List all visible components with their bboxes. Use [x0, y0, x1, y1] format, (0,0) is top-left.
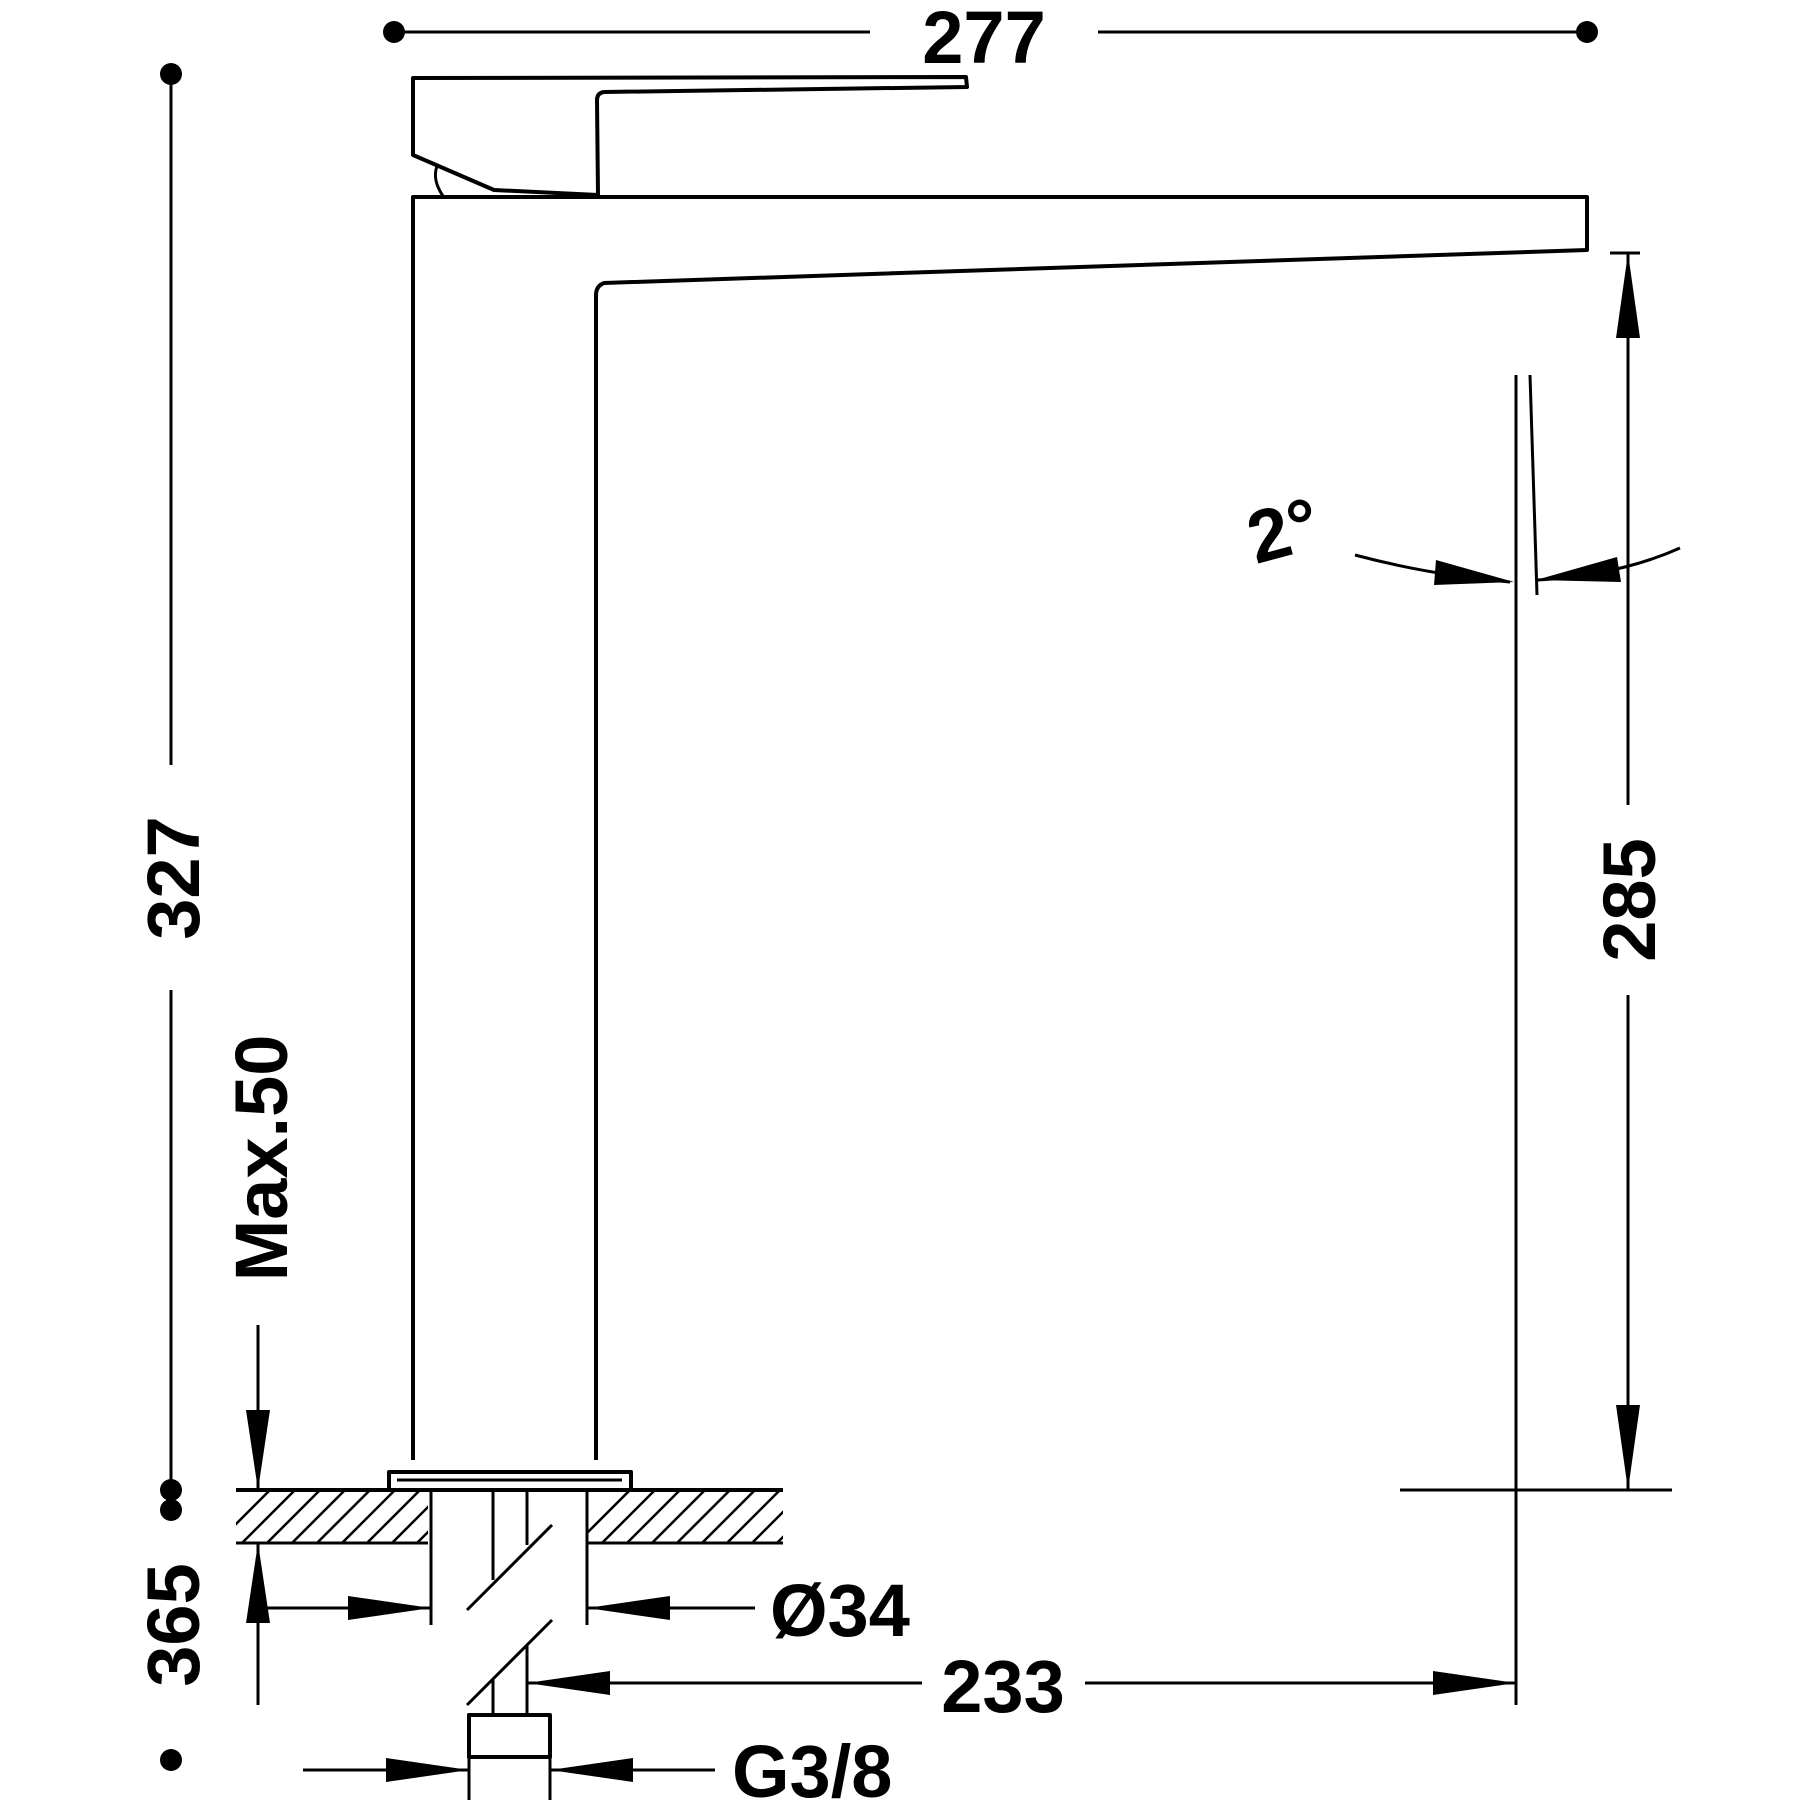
connection-thread-label: G3/8 — [732, 1730, 892, 1800]
deck-hatch-right — [587, 1490, 783, 1543]
faucet-outline — [387, 75, 1589, 1492]
deck-thickness-label: Max.50 — [220, 1035, 303, 1282]
dimension-spout-reach: 233 — [527, 1645, 1516, 1728]
dimension-deck-thickness: Max.50 — [220, 1035, 303, 1705]
spout-height-arrow-top — [1616, 253, 1640, 338]
break-line-1 — [465, 1523, 554, 1612]
shank-diameter-label: Ø34 — [770, 1569, 910, 1652]
spout-height-label: 285 — [1588, 838, 1671, 961]
thread-arrow-right — [550, 1758, 633, 1782]
dimension-shank-diameter: Ø34 — [266, 1569, 910, 1652]
dimension-width: 277 — [383, 0, 1598, 79]
below-deck-label: 365 — [132, 1563, 215, 1686]
dimension-height: 327 — [132, 63, 215, 1501]
dimension-spout-angle: 2° — [1238, 374, 1681, 1705]
handle-arc — [434, 165, 445, 197]
reach-arrow-right — [1433, 1671, 1516, 1695]
below-dot-top — [160, 1499, 182, 1521]
thickness-arrow-bottom — [246, 1543, 270, 1623]
angle-arrow-right — [1536, 557, 1621, 582]
dimension-connection-thread: G3/8 — [303, 1730, 892, 1800]
spout-angle-label: 2° — [1238, 481, 1328, 579]
shank-assembly — [429, 1490, 589, 1800]
lever-handle — [411, 75, 969, 197]
diameter-arrow-right — [587, 1596, 670, 1620]
diameter-arrow-left — [348, 1596, 431, 1620]
reach-arrow-left — [527, 1671, 610, 1695]
below-dot-bottom — [160, 1749, 182, 1771]
connector-nut — [467, 1713, 552, 1759]
spout-height-arrow-bottom — [1616, 1405, 1640, 1490]
height-label: 327 — [132, 816, 215, 939]
angle-arrow-left — [1434, 560, 1514, 585]
angle-tilted-line — [1528, 374, 1539, 596]
dimension-spout-height: 285 — [1400, 251, 1672, 1492]
spout-reach-label: 233 — [941, 1645, 1064, 1728]
deck-hatch-left — [236, 1490, 428, 1543]
dimension-below-deck: 365 — [132, 1490, 215, 1771]
thread-arrow-left — [386, 1758, 469, 1782]
width-label: 277 — [922, 0, 1045, 79]
thickness-arrow-top — [246, 1410, 270, 1490]
break-line-2 — [465, 1618, 554, 1707]
countertop-section — [236, 1488, 783, 1545]
faucet-body — [411, 195, 1589, 1460]
